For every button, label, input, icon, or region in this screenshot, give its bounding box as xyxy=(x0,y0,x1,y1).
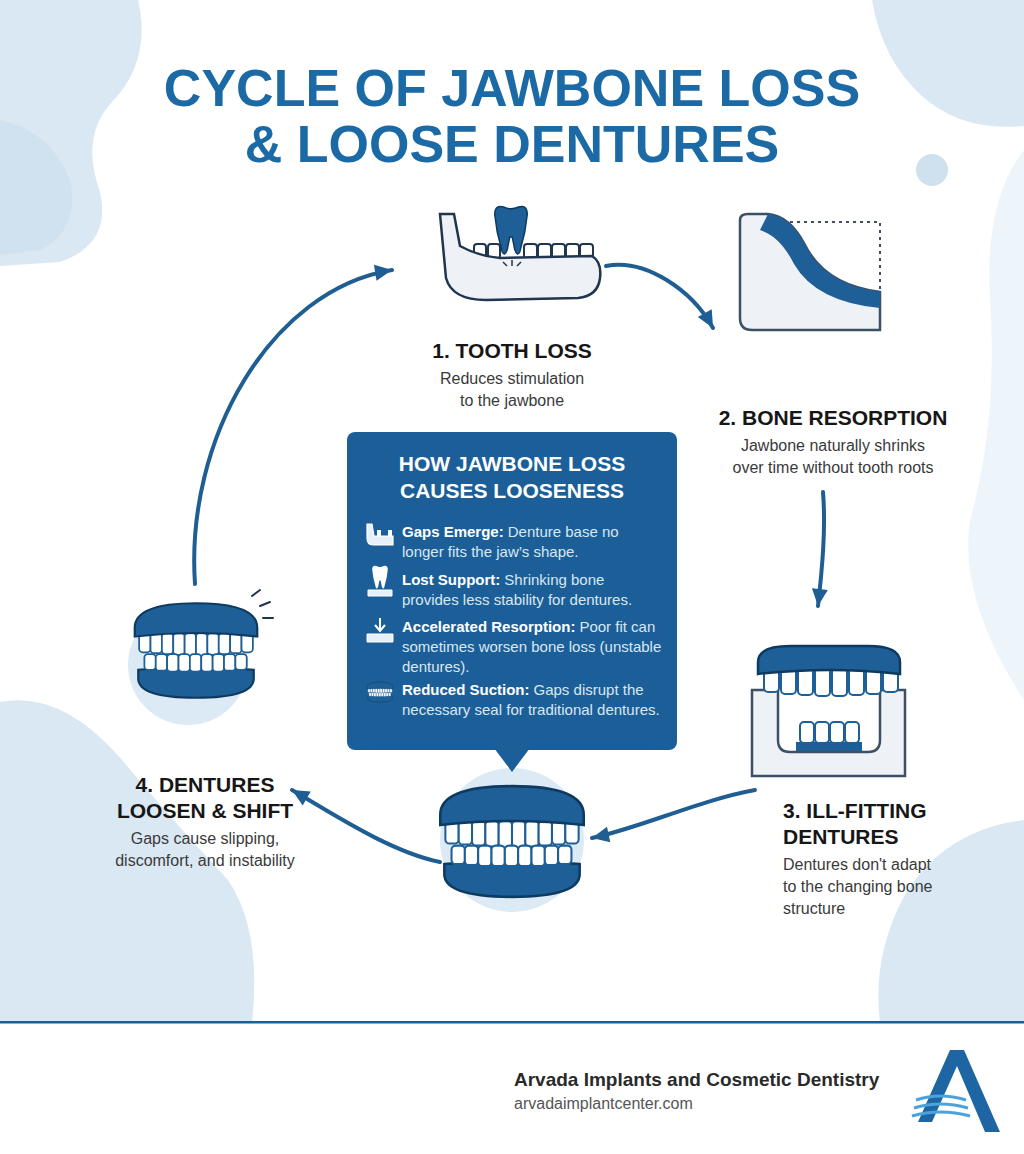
bone-illustration xyxy=(790,222,880,290)
denture-trough-illustration xyxy=(800,722,814,743)
logo-mark xyxy=(912,1112,970,1116)
diagram-title: CYCLE OF JAWBONE LOSS & LOOSE DENTURES xyxy=(147,60,877,172)
item-label: Reduced Suction: xyxy=(402,681,530,698)
info-box: HOW JAWBONE LOSS CAUSES LOOSENESS Gaps Em… xyxy=(347,432,677,750)
cycle-step: 4. DENTURES LOOSEN & SHIFTGaps cause sli… xyxy=(95,590,315,875)
bone-illustration xyxy=(740,214,880,330)
corner-blob xyxy=(0,120,72,255)
denture-trough-illustration xyxy=(845,722,859,743)
denture-illustration xyxy=(440,768,584,912)
callout-pointer xyxy=(494,748,530,772)
denture-trough-illustration xyxy=(758,646,900,674)
step-heading: 2. BONE RESORPTION xyxy=(708,405,958,431)
bone-illustration xyxy=(760,214,880,308)
denture-trough-illustration xyxy=(798,668,813,695)
cycle-step: 1. TOOTH LOSS Reduces stimulation to the … xyxy=(422,205,602,410)
cycle-step: 2. BONE RESORPTION Jawbone naturally shri… xyxy=(708,212,958,477)
box-item: Accelerated Resorption:Poor fit can some… xyxy=(402,617,664,677)
corner-blob xyxy=(0,0,1024,1022)
footer-rule xyxy=(0,1021,1024,1024)
box-item: Reduced Suction:Gaps disrupt the necessa… xyxy=(402,680,664,720)
denture-trough-illustration xyxy=(815,722,829,743)
denture-trough-illustration xyxy=(752,690,905,776)
corner-blob xyxy=(968,150,1024,700)
corner-blob xyxy=(0,0,142,266)
jaw-illustration xyxy=(440,207,600,301)
step-body: Reduces stimulation to the jawbone xyxy=(432,368,592,412)
cycle-arrow xyxy=(812,492,828,606)
step-heading: 1. TOOTH LOSS xyxy=(422,338,602,364)
arrow-head xyxy=(698,309,713,328)
footer-text: arvadaimplantcenter.com xyxy=(514,1094,693,1114)
item-label: Accelerated Resorption: xyxy=(402,618,575,635)
denture-trough-illustration xyxy=(832,668,847,696)
denture-trough-illustration xyxy=(830,722,844,743)
corner-blob xyxy=(916,154,948,186)
step-body: Gaps cause slipping, discomfort, and ins… xyxy=(95,828,315,872)
cycle-arrow xyxy=(606,265,713,328)
jaw-illustration xyxy=(503,260,521,266)
step-heading: 4. DENTURES LOOSEN & SHIFT xyxy=(110,772,300,824)
denture-illustration xyxy=(440,768,584,912)
arrow-head xyxy=(292,790,311,805)
jaw-illustration xyxy=(495,207,528,255)
bone-illustration xyxy=(740,214,880,330)
logo-mark xyxy=(918,1050,1000,1132)
footer-text: Arvada Implants and Cosmetic Dentistry xyxy=(514,1068,879,1091)
item-label: Lost Support: xyxy=(402,571,500,588)
box-item: Gaps Emerge:Denture base no longer fits … xyxy=(402,522,664,562)
arrow-line xyxy=(606,265,713,328)
loose-denture-illustration xyxy=(128,590,273,725)
arrow-head xyxy=(812,588,828,606)
loose-denture-illustration xyxy=(252,590,273,618)
corner-blob xyxy=(872,0,1024,127)
item-label: Gaps Emerge: xyxy=(402,523,504,540)
arrow-line xyxy=(292,790,440,862)
arrow-line xyxy=(818,492,824,606)
arrow-head xyxy=(374,265,392,281)
box-heading: HOW JAWBONE LOSS CAUSES LOOSENESS xyxy=(367,450,657,504)
step-body: Jawbone naturally shrinks over time with… xyxy=(728,435,938,479)
step-heading: 3. ILL-FITTING DENTURES xyxy=(783,798,960,850)
denture-trough-illustration xyxy=(764,668,898,743)
cycle-step: 3. ILL-FITTING DENTURESDentures don't ad… xyxy=(740,612,960,922)
denture-trough-illustration xyxy=(815,668,830,696)
logo-mark xyxy=(916,1096,966,1100)
logo-mark xyxy=(914,1104,968,1108)
denture-trough-illustration xyxy=(752,646,905,776)
denture-illustration xyxy=(440,786,584,897)
arrow-line xyxy=(592,790,755,838)
loose-denture-illustration xyxy=(135,603,258,698)
step-body: Dentures don't adapt to the changing bon… xyxy=(783,854,943,920)
box-item: Lost Support:Shrinking bone provides les… xyxy=(402,570,664,610)
corner-blob xyxy=(878,820,1024,1022)
arrow-head xyxy=(592,827,610,843)
cycle-arrow xyxy=(292,790,755,862)
logo-mark xyxy=(912,1050,1000,1132)
